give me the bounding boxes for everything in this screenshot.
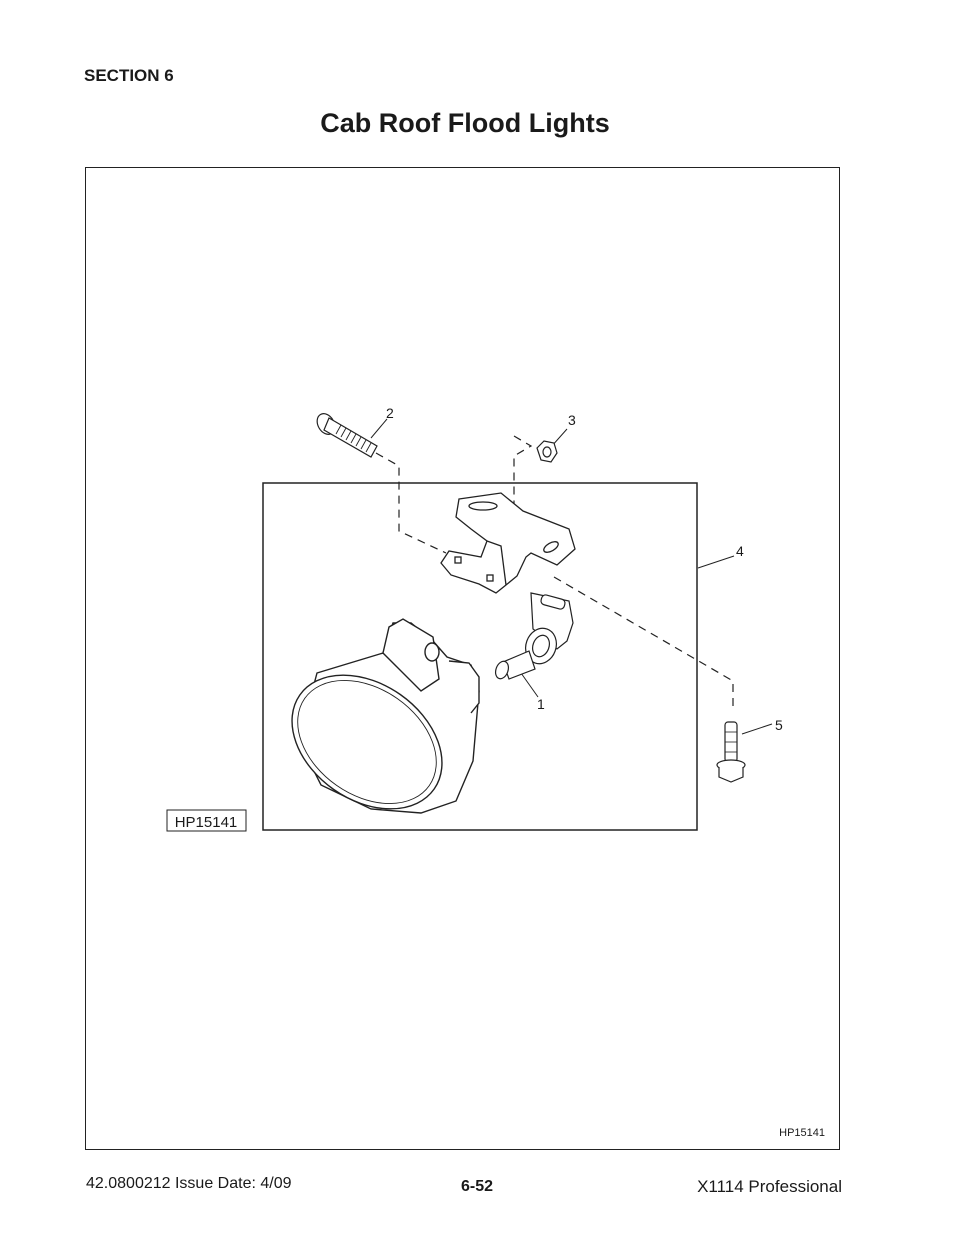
callout-2: 2: [386, 405, 394, 421]
page-title: Cab Roof Flood Lights: [320, 108, 610, 138]
exploded-parts-diagram: HP15141: [166, 405, 783, 832]
product-name: X1114 Professional: [697, 1177, 842, 1196]
flange-bolt-part: [716, 721, 746, 783]
callouts: 1 2 3 4 5: [386, 405, 783, 733]
inset-label-box: [166, 809, 247, 832]
doc-number: 42.0800212 Issue Date: 4/09: [86, 1175, 292, 1192]
callout-1: 1: [537, 696, 545, 712]
callout-5: 5: [775, 717, 783, 733]
bulb-part: [494, 592, 574, 680]
figure-id: HP15141: [779, 1127, 825, 1139]
page-number: 6-52: [460, 1178, 494, 1195]
leader-lines: [370, 418, 773, 735]
flood-light-housing: [291, 618, 480, 814]
inset-label: HP15141: [175, 814, 238, 831]
callout-4: 4: [736, 543, 744, 559]
section-label: SECTION 6: [84, 66, 174, 85]
assembly-dash-lines: [375, 435, 734, 709]
hex-nut-part: [536, 440, 558, 463]
callout-3: 3: [568, 412, 576, 428]
figure-frame: HP15141: [85, 167, 840, 1150]
inset-box: [262, 482, 698, 831]
carriage-bolt-part: [316, 413, 378, 458]
mounting-bracket-part: [440, 492, 576, 594]
